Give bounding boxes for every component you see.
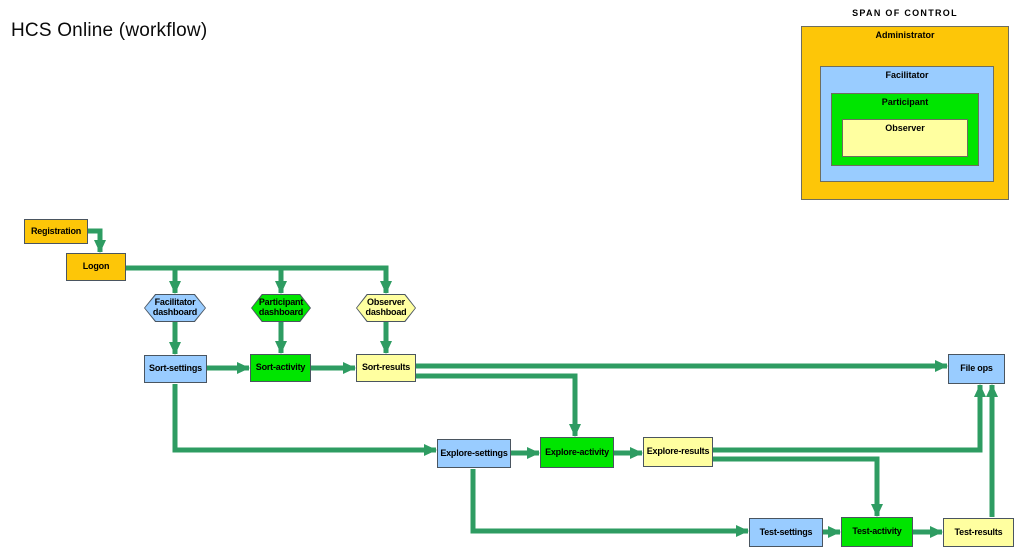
edge-logon-observer-dashboard (126, 265, 392, 294)
edge-sort-results-explore-activity (416, 373, 581, 437)
node-registration: Registration (24, 219, 88, 244)
page-title: HCS Online (workflow) (11, 20, 208, 41)
node-sort-settings: Sort-settings (144, 355, 207, 383)
hexagon-label: Observer dashboad (356, 294, 416, 322)
node-test-settings: Test-settings (749, 518, 823, 547)
node-test-results: Test-results (943, 518, 1014, 547)
hexagon-label-line2: dashboard (258, 307, 304, 317)
node-explore-settings: Explore-settings (437, 439, 511, 468)
hexagon-label-line1: Facilitator (154, 297, 196, 308)
node-file-ops: File ops (948, 354, 1005, 384)
hexagon-fill (252, 295, 310, 321)
hexagon-label: Participant dashboard (251, 294, 311, 322)
node-logon: Logon (66, 253, 126, 281)
hexagon-fill (145, 295, 205, 321)
node-test-activity: Test-activity (841, 517, 913, 547)
edge-explore-settings-test-settings (470, 469, 749, 537)
node-observer-dashboard: Observer dashboad (356, 294, 416, 322)
edge-sort-settings-explore-settings (172, 384, 437, 456)
edge-registration-logon (88, 228, 106, 253)
edge-explore-results-test-activity (713, 456, 883, 517)
legend-title: SPAN OF CONTROL (852, 8, 958, 18)
node-explore-results: Explore-results (643, 437, 713, 467)
node-sort-results: Sort-results (356, 354, 416, 382)
node-sort-activity: Sort-activity (250, 354, 311, 382)
hexagon-label-line1: Observer (367, 297, 405, 308)
hexagon-label: Facilitator dashboard (144, 294, 206, 322)
legend-level-observer: Observer (842, 119, 968, 157)
hexagon-label-line2: dashboard (152, 307, 198, 317)
edge-explore-results-file-ops (713, 384, 986, 453)
node-explore-activity: Explore-activity (540, 437, 614, 468)
hexagon-fill (357, 295, 415, 321)
hexagon-label-line1: Participant (258, 297, 304, 308)
hexagon-label-line2: dashboad (365, 307, 407, 317)
node-participant-dashboard: Participant dashboard (251, 294, 311, 322)
node-facilitator-dashboard: Facilitator dashboard (144, 294, 206, 322)
